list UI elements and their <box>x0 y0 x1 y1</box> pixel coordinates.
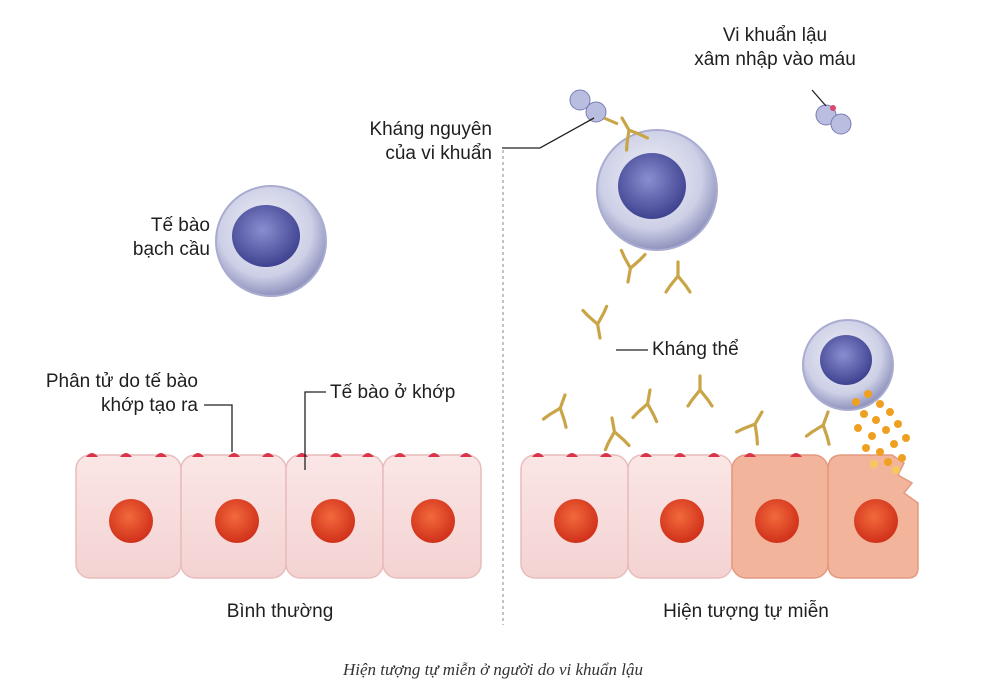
white-blood-cell-top-right <box>596 129 718 251</box>
label-autoimmune: Hiện tượng tự miễn <box>663 601 829 622</box>
label-line: bạch cầu <box>132 239 210 260</box>
bacterium-antigen <box>569 89 619 126</box>
label-line: Phân tử do tế bào <box>45 371 198 392</box>
bacterium-top-right <box>815 104 852 135</box>
label-joint-molecule: Phân tử do tế bào khớp tạo ra <box>8 370 198 418</box>
label-bacteria-invade: Vi khuẩn lậu xâm nhập vào máu <box>680 24 870 72</box>
label-normal: Bình thường <box>226 601 334 622</box>
label-antibody: Kháng thể <box>652 339 739 360</box>
label-line: Kháng nguyên <box>369 119 492 140</box>
label-bacterial-antigen: Kháng nguyên của vi khuẩn <box>330 118 492 166</box>
label-line: xâm nhập vào máu <box>694 49 856 70</box>
white-blood-cell-left <box>215 185 327 297</box>
label-line: khớp tạo ra <box>101 395 198 416</box>
joint-cells-right <box>520 453 919 579</box>
figure-caption: Hiện tượng tự miễn ở người do vi khuẩn l… <box>342 660 644 679</box>
released-particles <box>852 390 910 474</box>
pointer-bacterium <box>811 89 827 107</box>
white-blood-cell-attacking <box>802 319 894 411</box>
label-joint-cell: Tế bào ở khớp <box>330 382 456 403</box>
joint-cells-left <box>75 453 482 579</box>
label-line: Vi khuẩn lậu <box>722 25 828 46</box>
label-line: Tế bào <box>150 215 210 236</box>
pointer-joint-molecule <box>204 404 233 452</box>
pointer-joint-cell <box>304 391 326 470</box>
label-line: của vi khuẩn <box>385 143 492 164</box>
pointer-antigen <box>502 117 595 149</box>
label-white-blood-cell: Tế bào bạch cầu <box>110 214 210 262</box>
